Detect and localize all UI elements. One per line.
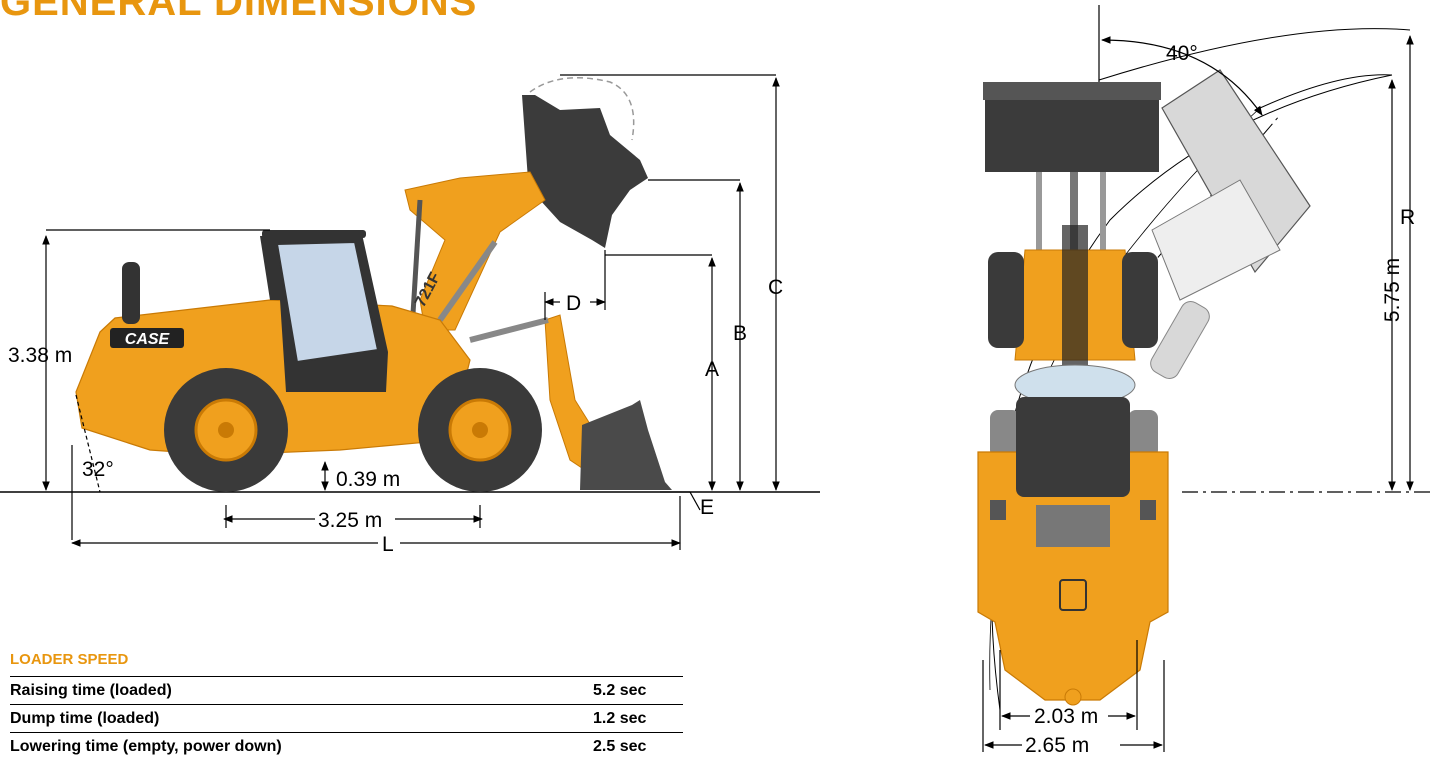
speed-row-value: 1.2 sec [593,705,683,733]
lowered-bucket [580,400,672,490]
brand-text: CASE [125,331,171,348]
cab-roof [1016,397,1130,497]
loader-speed-table: Raising time (loaded) 5.2 sec Dump time … [10,676,683,760]
clearance-label: 0.39 m [336,468,400,491]
overall-width-label: 2.65 m [1025,734,1089,753]
top-bucket [983,82,1161,100]
dim-d-label: D [566,292,581,315]
top-view-loader [978,5,1410,710]
speed-row-value: 2.5 sec [593,733,683,760]
table-row: Raising time (loaded) 5.2 sec [10,677,683,705]
angle-label: 32° [82,458,114,481]
length-label: L [382,533,394,556]
dim-c-label: C [768,276,783,299]
wheelbase-label: 3.25 m [318,509,382,532]
table-row: Dump time (loaded) 1.2 sec [10,705,683,733]
dim-e-label: E [700,496,714,519]
speed-row-label: Lowering time (empty, power down) [10,733,593,760]
height-label: 3.38 m [8,344,72,367]
radius-letter-label: R [1400,206,1415,229]
side-view-loader: CASE 721F [0,78,820,492]
speed-row-label: Dump time (loaded) [10,705,593,733]
raised-bucket [522,95,648,248]
speed-row-value: 5.2 sec [593,677,683,705]
dim-b-label: B [733,322,747,345]
swing-angle-label: 40° [1166,42,1198,65]
table-row: Lowering time (empty, power down) 2.5 se… [10,733,683,760]
dim-a-label: A [705,358,719,381]
track-width-label: 2.03 m [1034,705,1098,728]
radius-value-label: 5.75 m [1381,258,1404,322]
loader-speed-title: LOADER SPEED [10,651,128,668]
speed-row-label: Raising time (loaded) [10,677,593,705]
